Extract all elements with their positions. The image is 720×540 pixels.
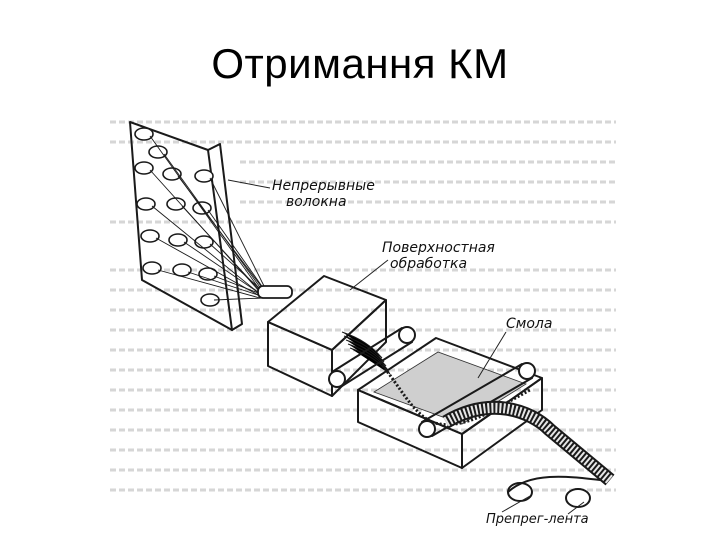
label-fibers-line1: Непрерывные <box>272 178 375 194</box>
treated-fibers <box>341 331 391 375</box>
label-surface-treatment-line1: Поверхностная <box>382 240 495 256</box>
label-leader-lines <box>227 179 507 379</box>
process-illustration <box>110 120 616 515</box>
take-up-rollers <box>501 475 601 515</box>
fiber-guide <box>257 285 293 299</box>
impregnation-roller <box>418 362 536 438</box>
label-resin: Смола <box>506 316 553 332</box>
fiber-spools <box>134 127 220 307</box>
prepreg-tape <box>442 400 615 486</box>
label-prepreg: Препрег-лента <box>486 512 589 527</box>
label-surface-treatment: Поверхностная обработка <box>382 240 495 272</box>
creel-board <box>129 121 243 331</box>
composite-process-diagram: Непрерывные волокна Поверхностная обрабо… <box>110 100 616 530</box>
label-fibers: Непрерывные волокна <box>272 178 375 210</box>
slide-title: Отримання КМ <box>211 40 509 87</box>
continuous-fibers <box>149 135 267 301</box>
label-surface-treatment-line2: обработка <box>390 256 468 272</box>
impregnated-fiber <box>378 361 531 427</box>
label-fibers-line2: волокна <box>286 194 347 210</box>
guide-roller <box>328 326 416 388</box>
